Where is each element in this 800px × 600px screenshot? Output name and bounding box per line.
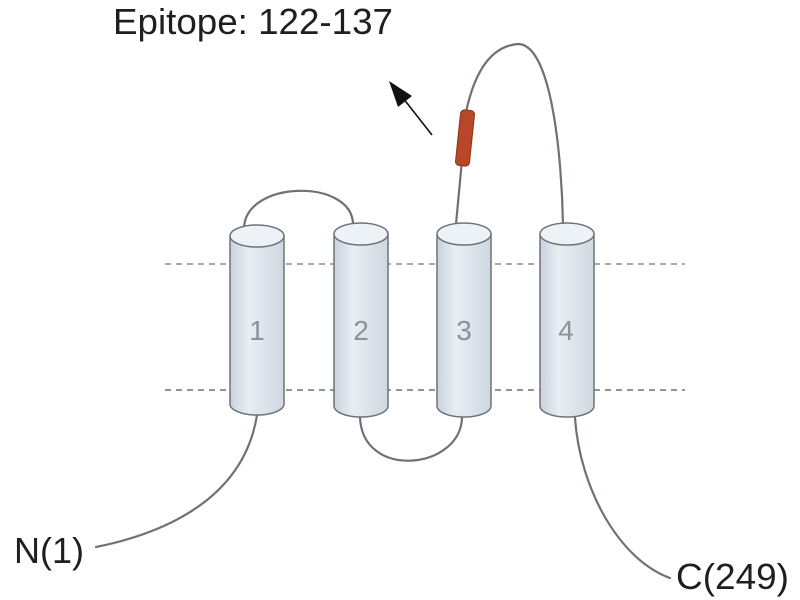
helix-2-number: 2	[353, 315, 369, 346]
c-terminus-label: C(249)	[676, 556, 789, 597]
intracellular-loop-2	[358, 415, 464, 462]
helix-3: 3	[436, 222, 492, 418]
helix-3-number: 3	[456, 315, 472, 346]
epitope-segment	[455, 109, 475, 167]
epitope-arrow	[389, 81, 433, 136]
n-terminus-label: N(1)	[14, 530, 84, 571]
helix-1-number: 1	[249, 315, 265, 346]
helix-2: 2	[333, 222, 389, 418]
n-terminus-chain	[94, 413, 259, 549]
extracellular-loop-1	[242, 189, 355, 231]
helix-4: 4	[539, 222, 595, 418]
helix-4-number: 4	[558, 315, 574, 346]
epitope-label: Epitope: 122-137	[113, 1, 393, 42]
extracellular-loop-2	[454, 42, 565, 228]
c-terminus-chain	[573, 416, 672, 580]
helix-1: 1	[229, 224, 285, 416]
